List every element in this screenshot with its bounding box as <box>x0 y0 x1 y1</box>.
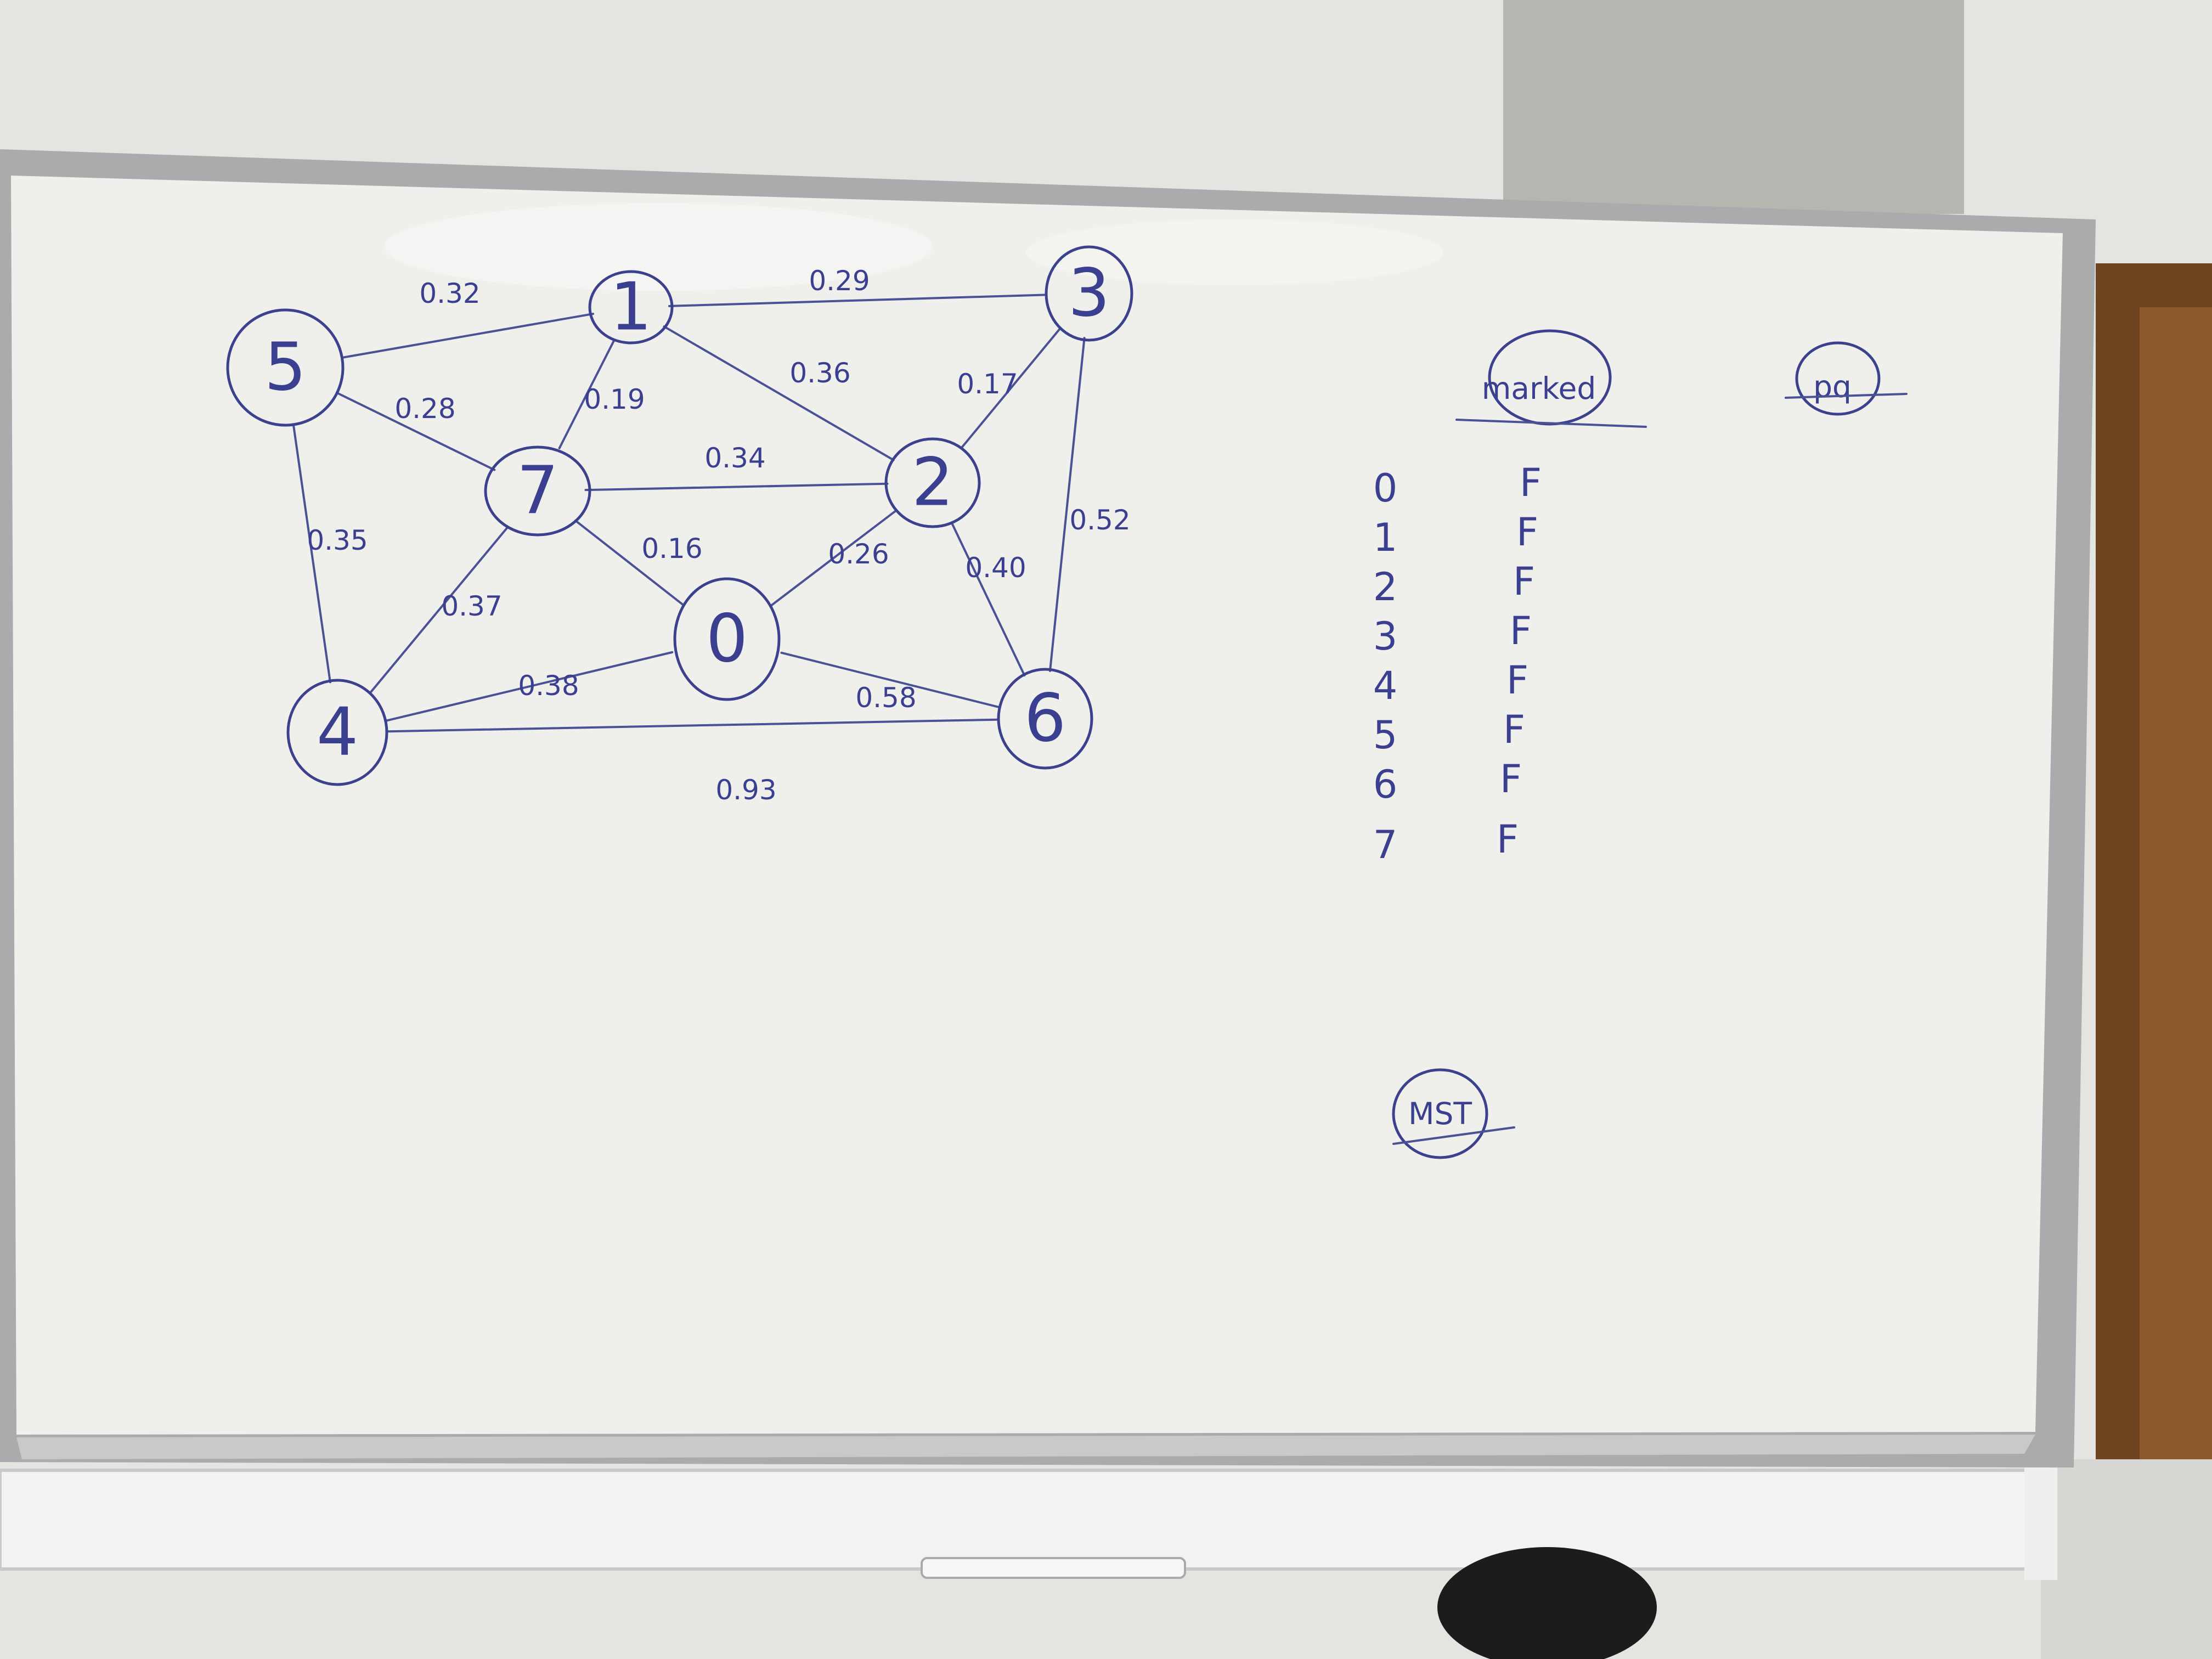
glare-2 <box>1026 219 1443 285</box>
marked-underline <box>1455 419 1647 428</box>
node-label-7: 7 <box>517 453 558 529</box>
edge-weight-5-4: 0.35 <box>307 524 368 556</box>
edge-3-6 <box>1048 337 1086 672</box>
edge-weight-3-1: 0.29 <box>809 265 870 297</box>
edge-weight-2-0: 0.26 <box>828 538 889 570</box>
graph-nodes: 0 1 2 3 4 5 6 7 <box>226 245 1133 786</box>
node-circle-1 <box>588 270 674 345</box>
edge-5-1 <box>341 313 595 359</box>
node-circle-4 <box>286 679 388 786</box>
pq-block: pq <box>1785 341 1908 416</box>
node-label-0: 0 <box>706 601 748 678</box>
node-label-3: 3 <box>1068 256 1110 332</box>
edge-weight-1-2: 0.36 <box>789 357 850 389</box>
edge-weight-2-6: 0.40 <box>965 552 1026 584</box>
node-circle-0 <box>673 577 781 701</box>
pq-underline <box>1785 393 1908 399</box>
edge-7-4 <box>369 527 509 695</box>
edge-7-2 <box>584 482 889 492</box>
marked-row-vertex-7: 7 <box>1373 822 1398 867</box>
marked-row-value-4: F <box>1506 658 1528 703</box>
edge-1-2 <box>663 325 895 461</box>
concrete-pillar <box>1503 0 1964 214</box>
edge-weight-4-0: 0.38 <box>518 670 579 702</box>
marked-row-value-1: F <box>1516 510 1538 555</box>
marker-tray <box>16 1435 2035 1459</box>
mst-underline <box>1392 1126 1515 1145</box>
edge-weight-5-1: 0.32 <box>419 278 480 309</box>
mst-block: MST <box>1392 1068 1515 1159</box>
marked-row-value-5: F <box>1503 707 1525 752</box>
pq-circle <box>1795 341 1881 416</box>
stand-bar <box>0 1469 2053 1571</box>
edge-weight-1-7: 0.19 <box>584 383 645 415</box>
marked-row-value-2: F <box>1513 559 1535 604</box>
marked-row-vertex-5: 5 <box>1373 713 1398 758</box>
edge-2-6 <box>951 522 1026 677</box>
edge-weight-0-6: 0.58 <box>855 682 916 714</box>
whiteboard-surface <box>11 176 2063 1435</box>
pq-label: pq <box>1813 369 1852 404</box>
edge-5-4 <box>292 423 331 684</box>
edge-3-1 <box>668 294 1046 307</box>
mst-label: MST <box>1408 1096 1472 1131</box>
edge-weights: 0.32 0.29 0.28 0.19 0.36 0.17 0.34 0.35 0.16 0.26… <box>307 265 1130 806</box>
edge-0-6 <box>780 651 1000 708</box>
edge-weight-4-6: 0.93 <box>715 774 776 806</box>
node-label-5: 5 <box>264 330 306 406</box>
node-label-1: 1 <box>610 269 652 346</box>
edge-weight-7-4: 0.37 <box>441 590 502 622</box>
node-label-6: 6 <box>1024 681 1066 757</box>
marked-row-vertex-1: 1 <box>1373 515 1398 560</box>
node-label-4: 4 <box>317 695 358 771</box>
edge-1-7 <box>558 340 615 449</box>
edge-weight-7-2: 0.34 <box>704 442 765 474</box>
marked-row-vertex-4: 4 <box>1373 663 1398 708</box>
edge-weight-7-0: 0.16 <box>641 533 702 565</box>
marked-row-vertex-0: 0 <box>1373 466 1398 511</box>
node-circle-3 <box>1045 245 1133 342</box>
edge-4-0 <box>385 651 674 722</box>
marked-header: marked <box>1482 371 1596 406</box>
marked-row-vertex-2: 2 <box>1373 565 1398 610</box>
mst-circle <box>1392 1068 1488 1159</box>
edge-5-7 <box>336 392 496 471</box>
node-circle-6 <box>997 668 1093 770</box>
node-circle-7 <box>484 445 591 537</box>
glare <box>384 203 933 291</box>
stand-clip <box>921 1557 1186 1579</box>
node-circle-5 <box>226 308 345 427</box>
node-label-2: 2 <box>912 445 953 521</box>
graph-edges <box>292 294 1086 733</box>
edge-4-6 <box>387 718 998 733</box>
marked-row-value-3: F <box>1510 608 1532 653</box>
node-circle-2 <box>884 437 981 528</box>
marked-row-value-7: F <box>1497 817 1519 862</box>
edge-3-2 <box>960 326 1062 449</box>
marked-row-value-0: F <box>1520 460 1542 505</box>
marked-row-value-6: F <box>1500 757 1522 802</box>
edge-2-0 <box>770 509 898 606</box>
door <box>2140 307 2212 1659</box>
edge-weight-3-2: 0.17 <box>957 368 1018 400</box>
edge-weight-3-6: 0.52 <box>1069 504 1130 536</box>
edge-7-0 <box>574 519 684 606</box>
floor-corner <box>2041 1459 2212 1659</box>
edge-weight-5-7: 0.28 <box>394 393 455 425</box>
marked-row-vertex-6: 6 <box>1373 762 1398 807</box>
marked-row-vertex-3: 3 <box>1373 614 1398 659</box>
trash-bag <box>1437 1547 1657 1659</box>
